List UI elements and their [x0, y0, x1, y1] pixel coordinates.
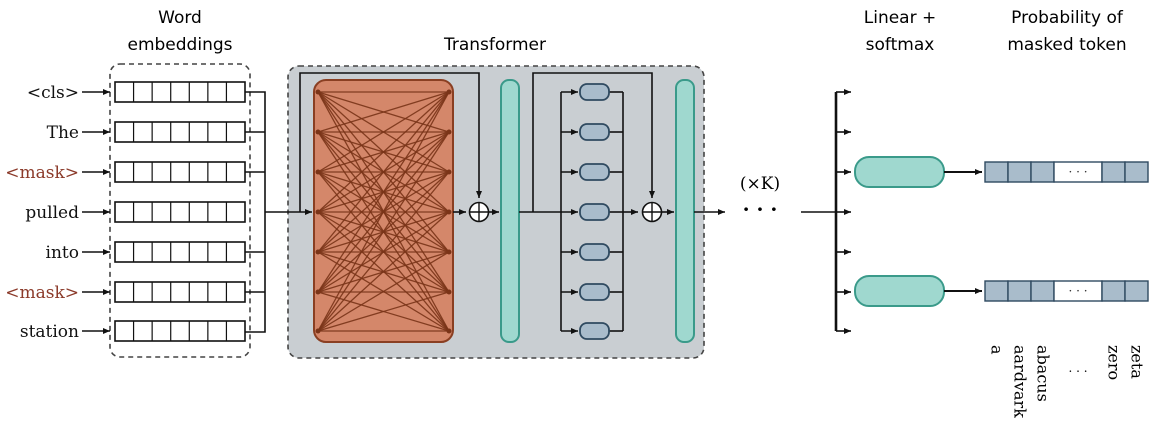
- probability-cell: [1124, 280, 1149, 302]
- attention-node: [315, 249, 321, 255]
- continuation-dots: · · ·: [743, 197, 778, 221]
- token-label-mask: <mask>: [5, 163, 79, 183]
- embedding-rows: [114, 81, 246, 342]
- probability-vector-1: · · ·: [984, 161, 1149, 183]
- probability-cell: [1030, 161, 1055, 183]
- probability-cell: [1101, 280, 1126, 302]
- probability-cell: [984, 161, 1009, 183]
- vocab-ellipsis: · · ·: [1068, 365, 1087, 379]
- vocab-label: abacus: [1034, 345, 1053, 402]
- token-label: <cls>: [27, 83, 79, 103]
- probability-cell: [1101, 161, 1126, 183]
- output-bus: [801, 89, 851, 334]
- probability-ellipsis: · · ·: [1068, 284, 1087, 298]
- attention-node: [446, 89, 452, 95]
- mlp-neuron: [579, 123, 610, 141]
- embedding-vector: [114, 201, 246, 223]
- mlp-neuron: [579, 322, 610, 340]
- token-label: pulled: [25, 203, 79, 223]
- attention-node: [315, 89, 321, 95]
- residual-connection-1: [299, 72, 499, 215]
- probability-cell: [1007, 161, 1032, 183]
- attention-node: [446, 328, 452, 334]
- mlp-neuron: [579, 83, 610, 101]
- word-embeddings-title-line2: embeddings: [128, 35, 233, 55]
- token-label: station: [20, 322, 79, 342]
- attention-nodes: [315, 89, 452, 334]
- attention-node: [315, 328, 321, 334]
- embedding-vector: [114, 320, 246, 342]
- mlp-neuron: [579, 203, 610, 221]
- token-label: The: [47, 123, 79, 143]
- probability-title-line1: Probability of: [1011, 8, 1124, 28]
- vocab-label: aardvark: [1011, 345, 1030, 418]
- attention-node: [446, 289, 452, 295]
- repeat-k-label: (×K): [740, 174, 780, 194]
- mlp-neuron: [579, 283, 610, 301]
- word-embeddings-box: [109, 63, 251, 358]
- probability-vector-2: · · ·: [984, 280, 1149, 302]
- probability-cell: [1007, 280, 1032, 302]
- layer-norm-2: [675, 79, 695, 343]
- probability-vectors: · · · · · ·: [984, 161, 1149, 302]
- attention-connections: [317, 91, 450, 332]
- attention-node: [446, 129, 452, 135]
- attention-node: [446, 169, 452, 175]
- linear-softmax-unit-2: [854, 275, 945, 307]
- embedding-bus: [245, 91, 312, 333]
- plus-circle-icon: [641, 201, 663, 223]
- plus-circle-icon: [468, 201, 490, 223]
- word-embeddings-title-line1: Word: [158, 8, 202, 28]
- embedding-vector: [114, 241, 246, 263]
- embedding-vector: [114, 161, 246, 183]
- vocab-label: zeta: [1128, 345, 1147, 379]
- mlp-neuron: [579, 243, 610, 261]
- token-label-mask: <mask>: [5, 283, 79, 303]
- attention-node: [315, 209, 321, 215]
- token-labels: <cls> The <mask> pulled into <mask> station: [5, 83, 110, 342]
- mlp-neuron: [579, 163, 610, 181]
- linear-softmax-title-line1: Linear +: [864, 8, 936, 28]
- embedding-vector: [114, 281, 246, 303]
- vocab-label: a: [988, 345, 1007, 355]
- linear-softmax-title-line2: softmax: [866, 35, 935, 55]
- embedding-vector: [114, 121, 246, 143]
- token-label: into: [46, 243, 79, 263]
- probability-cell: [1124, 161, 1149, 183]
- layer-norm-1: [500, 79, 520, 343]
- attention-node: [315, 289, 321, 295]
- probability-cell: [1030, 280, 1055, 302]
- linear-softmax-unit-1: [854, 156, 945, 188]
- attention-node: [315, 129, 321, 135]
- probability-ellipsis: · · ·: [1068, 165, 1087, 179]
- vocab-label: zero: [1105, 345, 1124, 380]
- transformer-title: Transformer: [443, 35, 546, 55]
- attention-node: [446, 209, 452, 215]
- embedding-vector: [114, 81, 246, 103]
- probability-title-line2: masked token: [1007, 35, 1126, 55]
- attention-node: [446, 249, 452, 255]
- attention-node: [315, 169, 321, 175]
- probability-cell: [984, 280, 1009, 302]
- mlp-neurons: [561, 83, 623, 340]
